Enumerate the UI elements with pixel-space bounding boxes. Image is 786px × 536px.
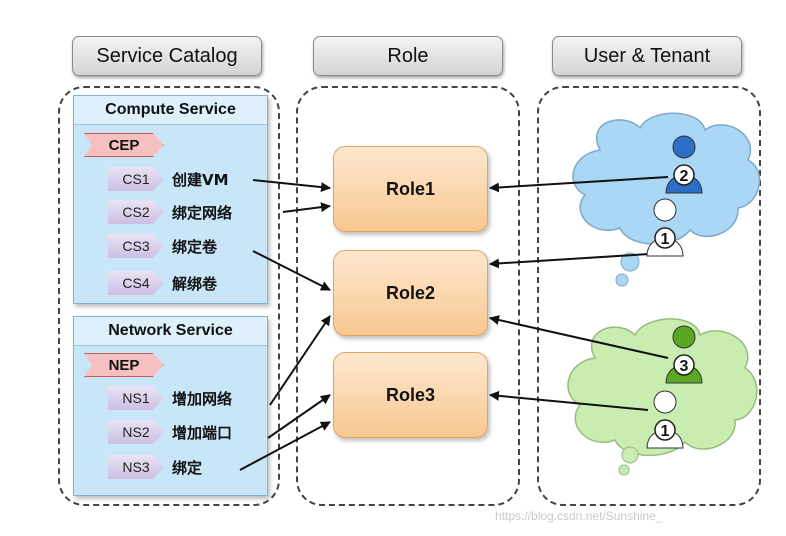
- svg-text:1: 1: [661, 423, 670, 440]
- arrow-cs3-role2: [252, 250, 331, 291]
- arrow-user2-role1: [489, 176, 669, 193]
- role-header: Role: [313, 36, 503, 76]
- service-catalog-header: Service Catalog: [72, 36, 262, 76]
- tenant-cloud-2: [567, 318, 758, 476]
- nep-endpoint-tag: NEP: [84, 353, 164, 377]
- role-lane: [296, 86, 520, 506]
- svg-text:3: 3: [680, 358, 689, 375]
- compute-service-card: Compute Service: [73, 95, 268, 304]
- arrow-ns1-role2: [269, 315, 331, 406]
- user-tenant-lane: [537, 86, 761, 506]
- arrow-user1-role2: [489, 252, 666, 269]
- arrow-user1b-role3: [489, 390, 649, 411]
- role2-box: Role2: [333, 250, 488, 336]
- cs4-op-label: 解绑卷: [172, 275, 218, 293]
- cs1-op-tag: CS1: [108, 167, 164, 191]
- arrow-ns3-role3: [239, 421, 331, 471]
- network-service-title: Network Service: [74, 317, 267, 346]
- role1-box: Role1: [333, 146, 488, 232]
- tenant-cloud-1: [572, 112, 761, 287]
- svg-text:1: 1: [661, 231, 670, 248]
- ns3-op-tag: NS3: [108, 455, 164, 479]
- cs1-op-label: 创建VM: [172, 171, 229, 189]
- cs4-op-tag: CS4: [108, 271, 164, 295]
- user-1-icon: 1: [646, 198, 684, 257]
- compute-service-title: Compute Service: [74, 96, 267, 125]
- cep-endpoint-tag: CEP: [84, 133, 164, 157]
- arrow-cs1-role1: [252, 179, 331, 193]
- cs3-op-label: 绑定卷: [172, 238, 218, 256]
- user-1b-icon: 1: [646, 390, 684, 449]
- ns3-op-label: 绑定: [172, 459, 203, 477]
- service-catalog-lane: [58, 86, 280, 506]
- arrow-cs2-role1: [282, 202, 331, 213]
- ns2-op-label: 增加端口: [172, 424, 233, 442]
- role3-box: Role3: [333, 352, 488, 438]
- ns1-op-tag: NS1: [108, 386, 164, 410]
- watermark-text: https://blog.csdn.net/Sunshine_: [495, 509, 663, 523]
- ns1-op-label: 增加网络: [172, 390, 233, 408]
- cs2-op-tag: CS2: [108, 200, 164, 224]
- cs3-op-tag: CS3: [108, 234, 164, 258]
- network-service-card: Network Service: [73, 316, 268, 496]
- user-tenant-header: User & Tenant: [552, 36, 742, 76]
- user-2-icon: 2: [665, 135, 703, 194]
- cs2-op-label: 绑定网络: [172, 204, 233, 222]
- user-3-icon: 3: [665, 325, 703, 384]
- arrow-ns2-role3: [267, 394, 331, 439]
- svg-text:2: 2: [680, 168, 689, 185]
- arrow-user3-role2: [489, 315, 669, 359]
- ns2-op-tag: NS2: [108, 420, 164, 444]
